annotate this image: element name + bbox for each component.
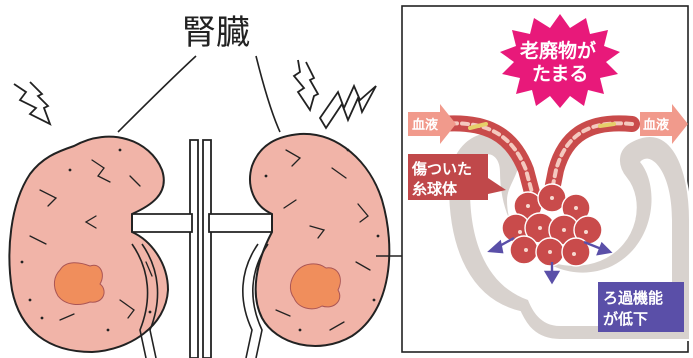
glomerulus-label-line2: 糸球体 <box>412 180 458 198</box>
kidney-title: 腎臓 <box>182 13 250 53</box>
kidney-illustration: 腎臓 <box>9 13 404 358</box>
filtration-label-line2: が低下 <box>603 310 648 328</box>
title-leader-right <box>256 56 280 132</box>
blood-out-label: 血液 <box>643 117 669 133</box>
burst-line1: 老廃物が <box>520 39 596 62</box>
right-kidney <box>250 134 389 346</box>
title-leader-left <box>118 56 196 132</box>
central-vessels <box>190 140 211 358</box>
blood-in-label: 血液 <box>412 117 438 133</box>
left-kidney-hilum <box>54 263 104 305</box>
pain-marks <box>14 60 376 128</box>
glomerulus-callout: 血液 血液 <box>402 6 690 352</box>
renal-vessels <box>132 214 272 232</box>
burst-line2: たまる <box>532 63 588 85</box>
filtration-label-line1: ろ過機能 <box>603 289 663 307</box>
glomerulus-label-line1: 傷ついた <box>411 160 472 178</box>
right-kidney-hilum <box>290 264 340 309</box>
